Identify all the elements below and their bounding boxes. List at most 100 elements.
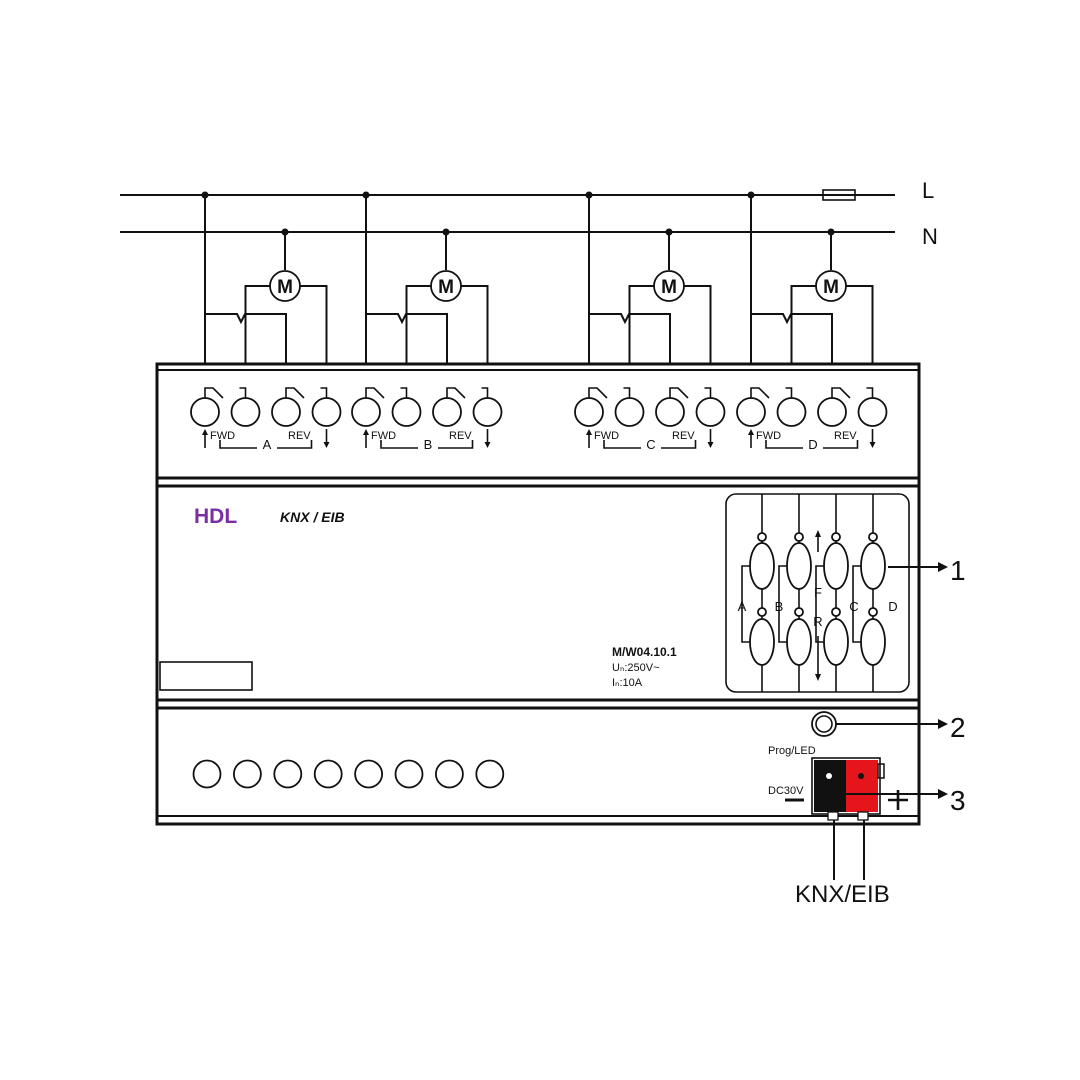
motor-circuit-d: M bbox=[747, 191, 874, 364]
motor-symbol: M bbox=[823, 277, 839, 298]
bus-label: KNX/EIB bbox=[795, 881, 890, 908]
label-window bbox=[159, 661, 253, 691]
fuse-icon bbox=[822, 189, 856, 201]
fwd-label: FWD bbox=[371, 430, 396, 442]
relay-contact-icon bbox=[239, 387, 247, 398]
manual-button-column bbox=[815, 494, 849, 692]
channel-letter: C bbox=[646, 437, 655, 452]
branding: HDL KNX / EIB bbox=[194, 505, 345, 528]
manual-label-d: D bbox=[888, 599, 897, 614]
prog-led[interactable] bbox=[811, 711, 837, 737]
minus-terminal bbox=[814, 760, 846, 812]
dc-label: DC30V bbox=[768, 785, 804, 797]
manual-button-up[interactable] bbox=[786, 542, 812, 590]
relay-contact-icon bbox=[285, 387, 305, 399]
prog-led-label: Prog/LED bbox=[768, 745, 816, 757]
motor-circuit-a: M bbox=[201, 191, 328, 364]
screw-terminal[interactable] bbox=[472, 397, 503, 427]
screw-terminal[interactable] bbox=[432, 397, 462, 427]
motor-symbol: M bbox=[277, 277, 293, 298]
relay-contact-icon bbox=[204, 387, 224, 399]
motor-lead-fwd bbox=[628, 285, 654, 364]
hdl-logo: HDL bbox=[194, 505, 237, 528]
motor-icon: M bbox=[269, 270, 301, 302]
motor-circuit-c: M bbox=[585, 191, 712, 364]
screw-terminal[interactable] bbox=[736, 397, 766, 427]
channel-letter: A bbox=[263, 437, 272, 452]
motor-lead-fwd bbox=[244, 285, 270, 364]
manual-button-column bbox=[778, 494, 812, 692]
callout-1: 1 bbox=[950, 555, 966, 586]
module-housing bbox=[155, 362, 921, 826]
screw-terminal[interactable] bbox=[271, 397, 301, 427]
fwd-label: FWD bbox=[594, 430, 619, 442]
motor-icon: M bbox=[653, 270, 685, 302]
channel-letter: D bbox=[808, 437, 817, 452]
rev-label: REV bbox=[449, 430, 472, 442]
bracket bbox=[219, 440, 257, 449]
bottom-terminal[interactable] bbox=[434, 759, 464, 789]
interlock-bridge bbox=[589, 313, 671, 364]
manual-button-down[interactable] bbox=[786, 618, 812, 666]
bottom-terminal[interactable] bbox=[354, 759, 384, 789]
manual-button-up[interactable] bbox=[749, 542, 775, 590]
screw-terminal[interactable] bbox=[695, 397, 726, 427]
relay-contact-icon bbox=[320, 387, 328, 398]
manual-button-down[interactable] bbox=[823, 618, 849, 666]
manual-label-c: C bbox=[849, 599, 858, 614]
bracket bbox=[277, 440, 313, 449]
screw-terminal[interactable] bbox=[190, 397, 220, 427]
bracket bbox=[765, 440, 803, 449]
screw-terminal[interactable] bbox=[230, 397, 261, 427]
bottom-terminal[interactable] bbox=[394, 759, 424, 789]
motor-lead-rev bbox=[846, 285, 874, 364]
bracket bbox=[380, 440, 418, 449]
manual-button-column bbox=[852, 494, 886, 692]
line-n-label: N bbox=[922, 224, 938, 249]
screw-terminal[interactable] bbox=[655, 397, 685, 427]
relay-contact-icon bbox=[400, 387, 408, 398]
channel-letter: B bbox=[424, 437, 433, 452]
bottom-terminal[interactable] bbox=[232, 759, 262, 789]
motor-lead-fwd bbox=[405, 285, 431, 364]
screw-terminal[interactable] bbox=[857, 397, 888, 427]
bottom-terminal-row bbox=[192, 759, 505, 789]
motor-lead-rev bbox=[461, 285, 489, 364]
manual-button-up[interactable] bbox=[823, 542, 849, 590]
bracket bbox=[438, 440, 474, 449]
callouts: 1 2 3 bbox=[836, 555, 966, 816]
model-name: M/W04.10.1 bbox=[612, 645, 677, 659]
screw-terminal[interactable] bbox=[391, 397, 422, 427]
knx-logo: KNX / EIB bbox=[280, 509, 345, 525]
rev-label: REV bbox=[288, 430, 311, 442]
model-info: M/W04.10.1 Uₙ:250V~ Iₙ:10A bbox=[612, 645, 677, 689]
callout-2: 2 bbox=[950, 712, 966, 743]
manual-button-up[interactable] bbox=[860, 542, 886, 590]
screw-terminal[interactable] bbox=[351, 397, 381, 427]
screw-terminal[interactable] bbox=[574, 397, 604, 427]
screw-terminal[interactable] bbox=[776, 397, 807, 427]
manual-button-down[interactable] bbox=[749, 618, 775, 666]
callout-3: 3 bbox=[950, 785, 966, 816]
motor-circuit-b: M bbox=[362, 191, 489, 364]
screw-terminal[interactable] bbox=[614, 397, 645, 427]
interlock-bridge bbox=[205, 313, 287, 364]
relay-contact-icon bbox=[750, 387, 770, 399]
bottom-terminal[interactable] bbox=[475, 759, 505, 789]
manual-button-down[interactable] bbox=[860, 618, 886, 666]
fwd-label: FWD bbox=[756, 430, 781, 442]
motor-lead-fwd bbox=[790, 285, 816, 364]
rev-label: REV bbox=[834, 430, 857, 442]
bottom-terminal[interactable] bbox=[273, 759, 303, 789]
bottom-terminal[interactable] bbox=[192, 759, 222, 789]
screw-terminal[interactable] bbox=[311, 397, 342, 427]
screw-terminal[interactable] bbox=[817, 397, 847, 427]
bracket bbox=[823, 440, 859, 449]
relay-contact-icon bbox=[446, 387, 466, 399]
bottom-terminal[interactable] bbox=[313, 759, 343, 789]
relay-contact-icon bbox=[669, 387, 689, 399]
